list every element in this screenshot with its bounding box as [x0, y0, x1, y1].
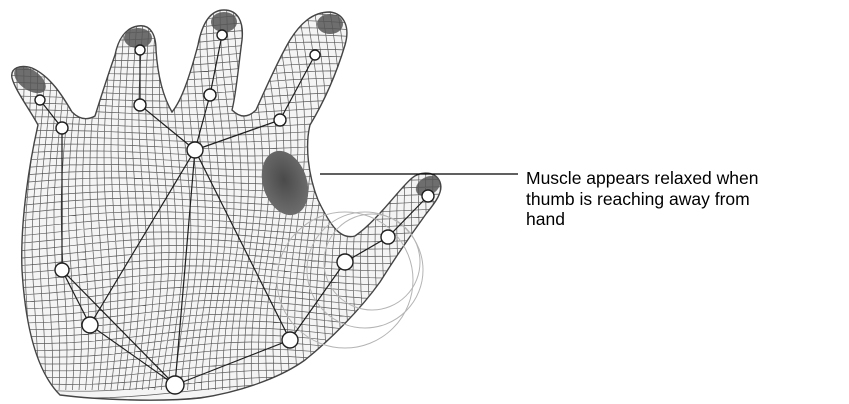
callout-line-1: Muscle appears relaxed when [526, 168, 846, 189]
callout-annotation: Muscle appears relaxed when thumb is rea… [526, 168, 846, 230]
callout-line-2: thumb is reaching away from [526, 189, 846, 210]
callout-line-3: hand [526, 209, 846, 230]
hand-mesh [0, 0, 475, 404]
